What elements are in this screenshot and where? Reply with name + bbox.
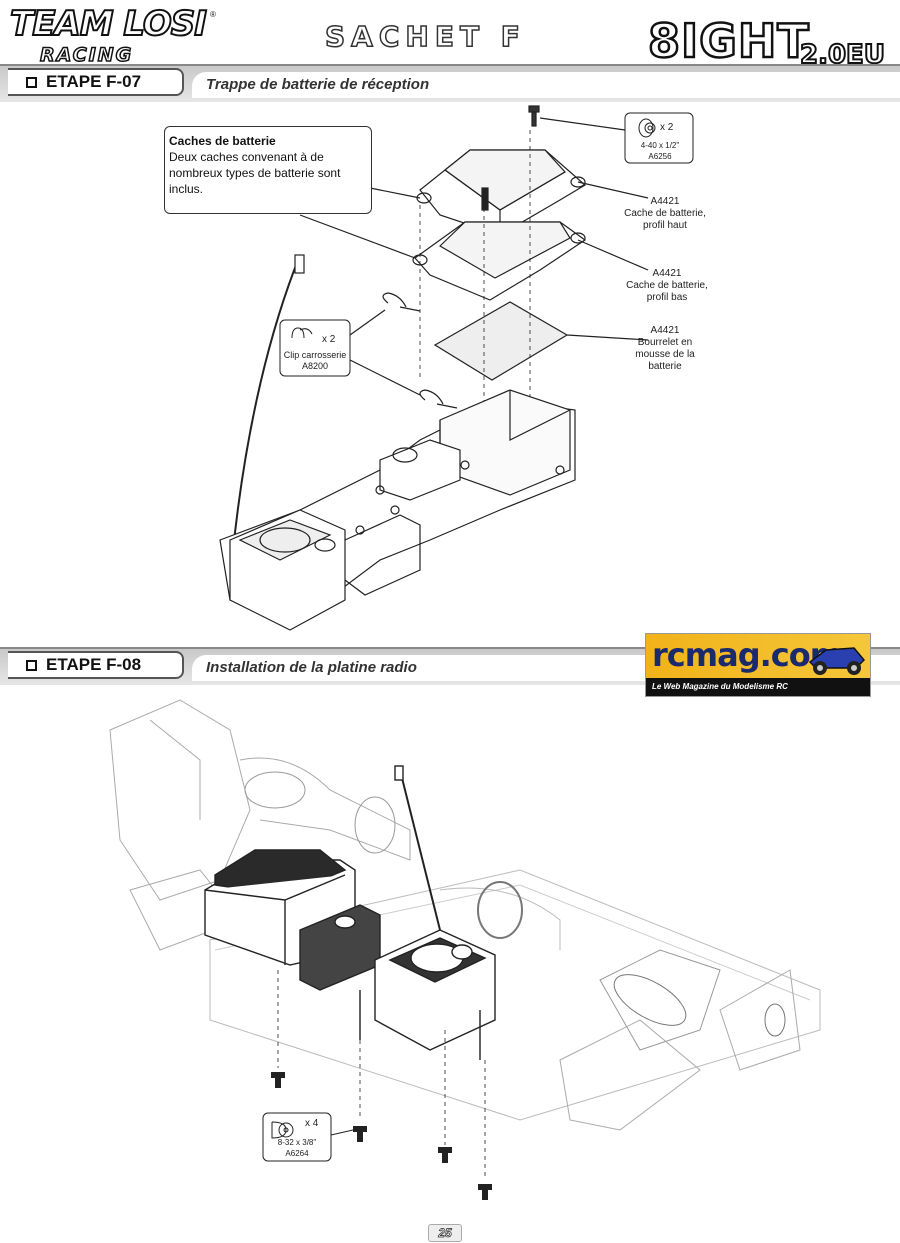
f08-screw-spec: 8-32 x 3/8" A6264	[277, 1138, 317, 1158]
clip-qty: x 2	[322, 334, 336, 345]
screw-spec: 4-40 x 1/2" A6256	[640, 141, 680, 161]
buggy-icon	[808, 647, 866, 675]
step-f08-diagram	[109, 699, 821, 1200]
model-logo: 8IGHT	[647, 13, 810, 70]
f08-screw-qty: x 4	[305, 1118, 319, 1129]
step-f07-header: Trappe de batterie de réception ETAPE F-…	[0, 64, 900, 102]
brand-top: TEAM LOSI	[9, 3, 208, 45]
screw-qty: x 2	[660, 122, 674, 133]
step-f07-diagram	[219, 105, 694, 631]
registered-mark: ®	[210, 10, 216, 19]
checkbox-icon	[26, 659, 37, 671]
sachet-title: SACHET F	[324, 19, 526, 54]
step-f07-label: ETAPE F-07	[8, 68, 184, 96]
rcmag-logo: rcmag.com	[652, 636, 843, 674]
callout-title: Caches de batterie	[169, 134, 276, 148]
part-foam-pad: A4421 Bourrelet en mousse de la batterie	[635, 325, 695, 372]
part-low-cover: A4421 Cache de batterie, profil bas	[626, 268, 708, 303]
battery-covers-callout: Caches de batterie Deux caches convenant…	[164, 126, 372, 214]
checkbox-icon	[26, 76, 37, 88]
rcmag-tagline: Le Web Magazine du Modelisme RC	[646, 678, 870, 696]
step-f08-label: ETAPE F-08	[8, 651, 184, 679]
part-high-cover: A4421 Cache de batterie, profil haut	[624, 196, 706, 231]
page-number: 25	[428, 1224, 462, 1242]
step-f07-title: Trappe de batterie de réception	[192, 72, 900, 98]
clip-spec: Clip carrosserie A8200	[283, 350, 347, 371]
callout-text: Deux caches convenant à de nombreux type…	[169, 150, 341, 196]
team-losi-logo: TEAM LOSI RACING ®	[9, 3, 220, 68]
rcmag-watermark: rcmag.com Le Web Magazine du Modelisme R…	[645, 633, 871, 697]
brand-bottom: RACING	[39, 43, 134, 67]
